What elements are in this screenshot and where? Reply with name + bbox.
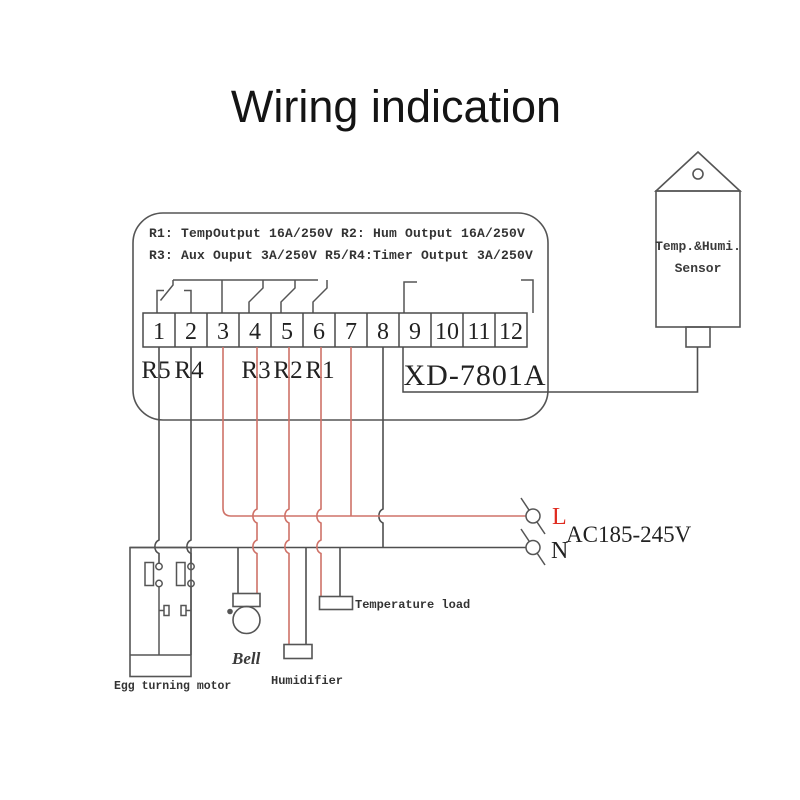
terminal-4: 4: [249, 319, 261, 345]
spdt-contact-terminal1: [156, 289, 164, 313]
relay-label-r3: R3: [241, 357, 270, 384]
relay-label-r4: R4: [174, 357, 204, 384]
relay-contact-terminal4: [248, 280, 264, 313]
voltage-label: AC185-245V: [566, 522, 692, 547]
egg-motor-label: Egg turning motor: [114, 680, 231, 693]
cam-switch-b-actuator: [180, 604, 187, 617]
live-plug-circle: [525, 508, 541, 524]
page-title: Wiring indication: [231, 81, 561, 132]
neutral-plug-circle: [525, 539, 541, 556]
temperature-load-body: [318, 595, 354, 611]
sensor-bracket-right: [521, 279, 534, 313]
relay-contact-symbols: [156, 279, 534, 313]
humidifier: Humidifier: [271, 643, 343, 688]
cam-switch-b-bottom-contact: [187, 579, 195, 588]
cam-switch-a-top-contact: [155, 562, 163, 571]
model-box-lines: [402, 347, 548, 393]
egg-turning-motor: Egg turning motor: [114, 546, 231, 693]
wire-terminal5-to-humidifier: [284, 347, 290, 645]
humidifier-body: [283, 643, 313, 660]
sensor-hanger-hole: [692, 168, 704, 180]
model-name-box: XD-7801A: [402, 347, 548, 393]
motor-enclosure: [129, 546, 192, 678]
cam-switch-a-body: [144, 561, 155, 587]
sensor-body: [655, 190, 741, 328]
cam-switch-b-body: [175, 561, 186, 587]
bell-label: Bell: [231, 649, 261, 668]
bell-mount: [232, 592, 261, 608]
bell-gong: [232, 605, 261, 635]
temperature-load: Temperature load: [318, 595, 470, 612]
live-label: L: [552, 504, 567, 530]
terminal-6: 6: [313, 319, 325, 345]
mains-connection: L N AC185-245V: [520, 497, 692, 566]
terminal-1: 1: [153, 319, 165, 345]
relay-labels: R5 R4 R3 R2 R1: [141, 357, 334, 384]
cam-switch-a-bottom-contact: [155, 579, 163, 588]
controller-spec-line2: R3: Aux Ouput 3A/250V R5/R4:Timer Output…: [149, 248, 533, 263]
relay-contact-terminal6: [312, 280, 328, 313]
bell: Bell: [227, 592, 261, 668]
wire-terminal3-live-bus: [222, 347, 526, 517]
terminal-8: 8: [377, 319, 389, 345]
terminal-2: 2: [185, 319, 197, 345]
sensor-label-line2: Sensor: [675, 261, 722, 276]
relay-label-r2: R2: [273, 357, 302, 384]
sensor-bracket-left: [403, 281, 417, 313]
model-name: XD-7801A: [404, 359, 547, 392]
wire-terminal4-to-bell: [252, 347, 258, 594]
live-wiring: [222, 347, 526, 645]
terminal-11: 11: [467, 319, 490, 345]
sensor-label-line1: Temp.&Humi.: [655, 239, 741, 254]
sensor-cable: [548, 347, 699, 393]
wire-terminal8-to-neutral: [378, 347, 384, 547]
controller-outline: [132, 212, 549, 421]
controller-spec-line1: R1: TempOutput 16A/250V R2: Hum Output 1…: [149, 226, 525, 241]
terminal-3: 3: [217, 319, 229, 345]
spdt-blade: [159, 280, 174, 301]
cam-switch-b-top-contact: [187, 562, 195, 571]
wire-terminal6-to-temperature-load: [316, 347, 322, 597]
controller-box: R1: TempOutput 16A/250V R2: Hum Output 1…: [132, 212, 549, 421]
temperature-load-label: Temperature load: [355, 598, 470, 612]
bell-striker: [227, 608, 233, 615]
terminal-5: 5: [281, 319, 293, 345]
terminal-strip: 1 2 3 4 5 6 7 8 9 10 11 12: [142, 312, 528, 348]
relay-label-r5: R5: [141, 357, 170, 384]
terminal-12: 12: [499, 319, 523, 345]
sensor-roof: [653, 150, 743, 192]
terminal-10: 10: [435, 319, 459, 345]
cam-switch-a-actuator: [163, 604, 170, 617]
relay-label-r1: R1: [305, 357, 334, 384]
relay-contact-terminal5: [280, 280, 296, 313]
terminal-dividers: [174, 313, 496, 347]
sensor: Temp.&Humi. Sensor: [548, 150, 743, 393]
sensor-connector: [685, 326, 711, 348]
terminal-7: 7: [345, 319, 357, 345]
neutral-label: N: [551, 538, 568, 564]
terminal-9: 9: [409, 319, 421, 345]
spdt-contact-terminal2: [184, 289, 192, 313]
humidifier-label: Humidifier: [271, 674, 343, 688]
